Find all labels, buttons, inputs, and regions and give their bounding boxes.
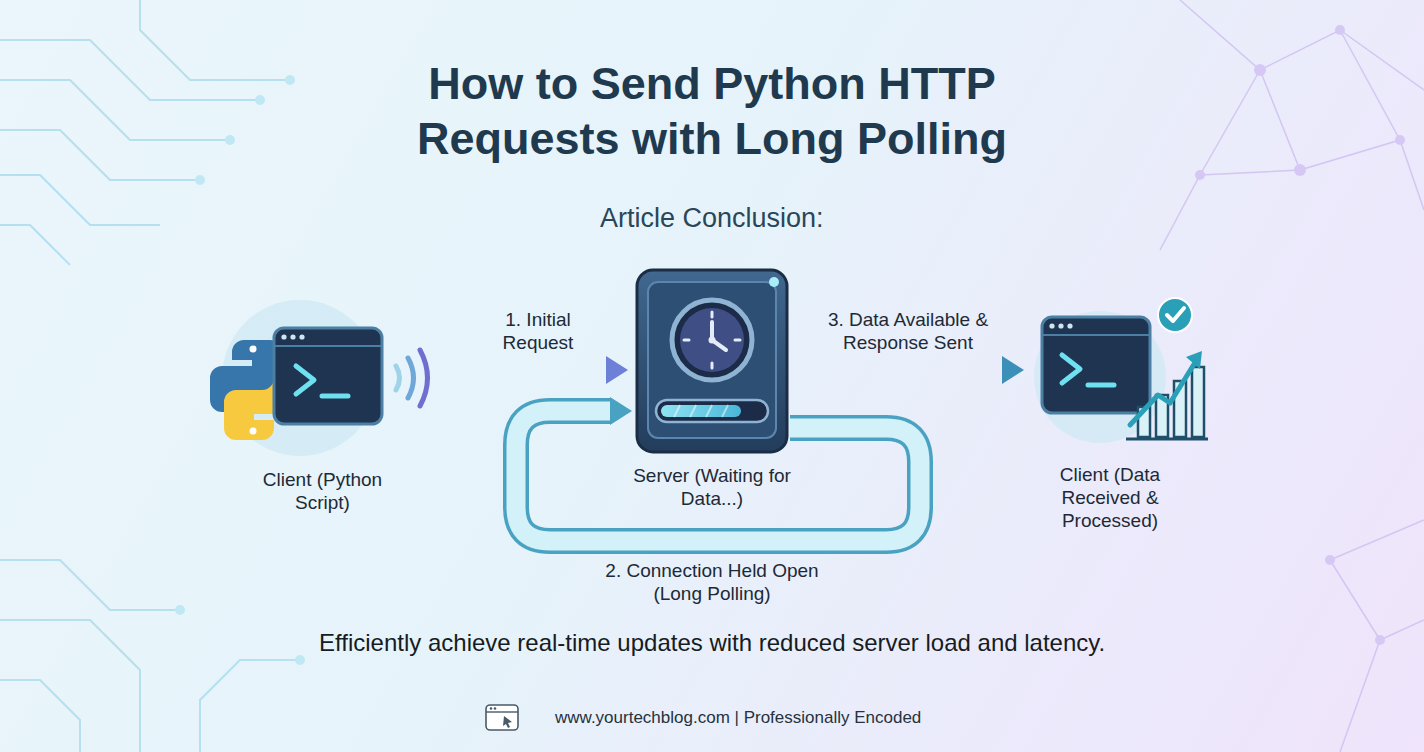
arrowhead (1002, 356, 1024, 384)
connector-arrow (516, 397, 920, 541)
connector-arrow (447, 356, 628, 384)
client-node: Client (Python Script) (200, 300, 445, 522)
footer-text: www.yourtechblog.com | Professionally En… (555, 707, 921, 729)
section-heading: Article Conclusion: (600, 202, 824, 234)
server-node: Server (Waiting for Data...) (592, 266, 832, 518)
arrow-shaft (792, 365, 1004, 376)
title: How to Send Python HTTP Requests with Lo… (352, 56, 1072, 166)
edge-label: 3. Data Available & Response Sent (808, 308, 1008, 354)
node-illustration (200, 300, 445, 460)
footer-icon (486, 705, 518, 730)
edge-label: 1. Initial Request (473, 308, 603, 354)
arrowhead (606, 356, 628, 384)
node-icon (1030, 295, 1210, 455)
node-icon (200, 300, 445, 460)
arrow-shaft (447, 365, 608, 376)
node-illustration (1030, 295, 1210, 455)
node-label: Server (Waiting for Data...) (607, 464, 817, 510)
node-label: Client (Python Script) (248, 468, 398, 514)
connector-arrow (792, 356, 1024, 384)
node-icon (634, 266, 790, 456)
arrowhead (610, 397, 632, 425)
caption: Efficiently achieve real-time updates wi… (319, 628, 1105, 658)
node-label: Client (Data Received & Processed) (1025, 463, 1195, 532)
node-illustration (634, 266, 790, 456)
edge-label: 2. Connection Held Open (Long Polling) (582, 559, 842, 605)
client-node: Client (Data Received & Processed) (1010, 295, 1210, 540)
